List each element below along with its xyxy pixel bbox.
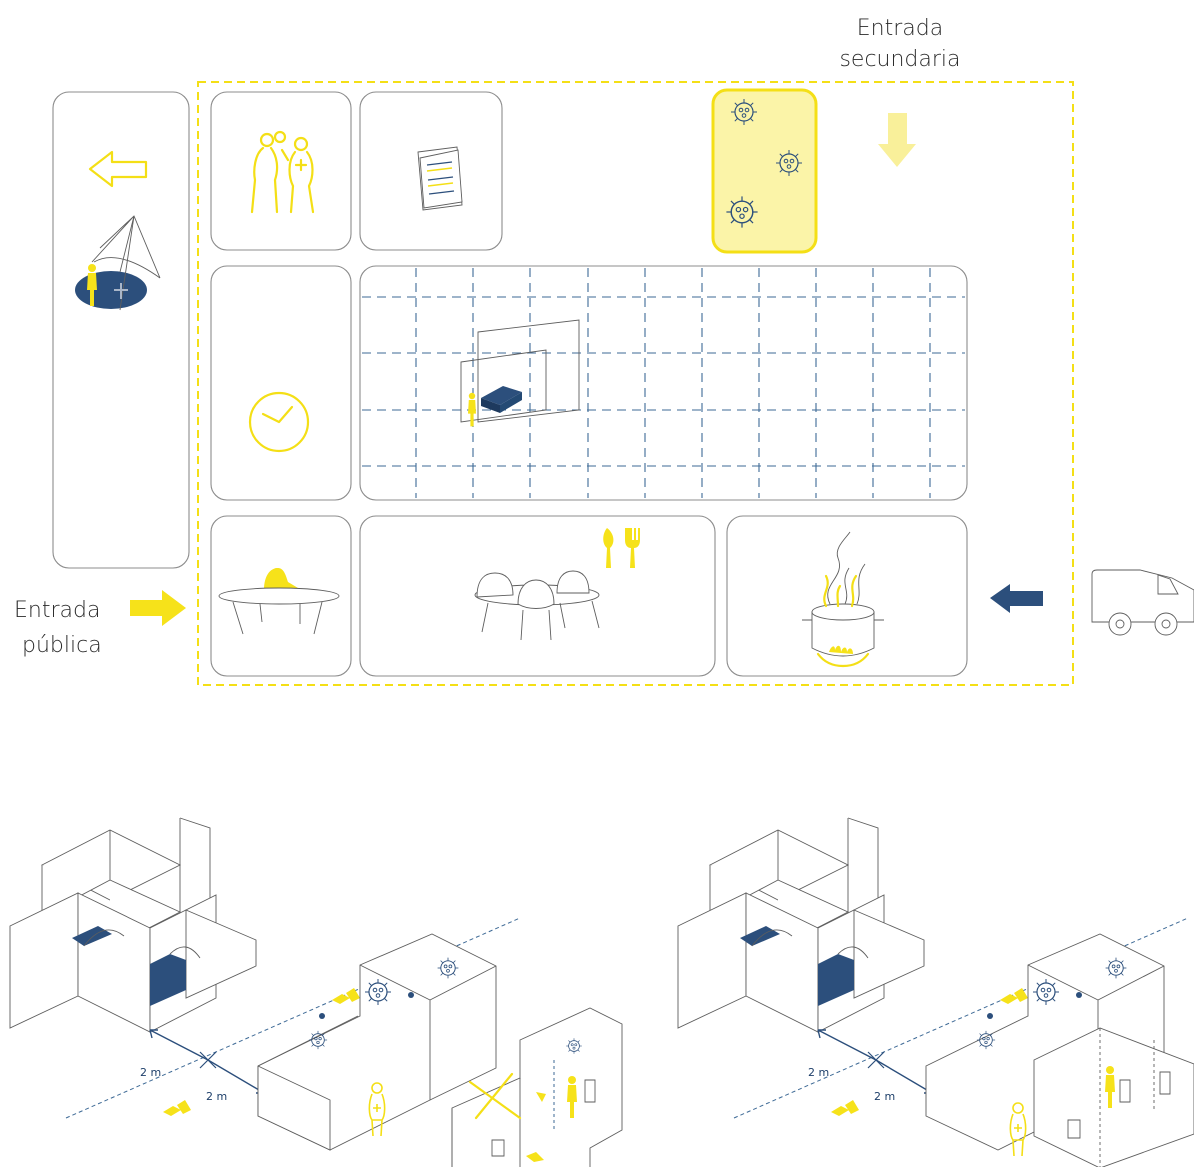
table-icon	[218, 568, 340, 635]
people-icon	[250, 130, 315, 214]
bed-icon	[460, 319, 580, 427]
secondary-entrance-label-1: Entrada	[857, 16, 943, 41]
chairs-icon	[474, 570, 600, 641]
axonometric-left: 2 m 2 m	[9, 817, 623, 1167]
waiting-room	[210, 265, 352, 501]
axonometric-right: 2 m 2 m	[677, 817, 1194, 1167]
cutlery-icon	[603, 528, 640, 568]
secondary-entrance-label-2: secundaria	[839, 47, 960, 72]
arrow-icon	[990, 584, 1043, 613]
isolation-room	[711, 88, 818, 254]
clock-icon	[248, 391, 310, 453]
exterior-waiting-area	[52, 91, 190, 569]
dimension-2m-d: 2 m	[874, 1090, 895, 1103]
arrow-left-icon	[88, 150, 148, 188]
public-entrance-label-1: Entrada	[14, 598, 100, 623]
document-icon	[417, 146, 463, 211]
cooking-pot-icon	[802, 531, 884, 668]
dimension-2m-c: 2 m	[808, 1066, 829, 1079]
triage-room	[210, 91, 352, 251]
truck-icon	[1091, 569, 1194, 636]
site-boundary	[197, 81, 1074, 686]
arrow-down-icon	[878, 113, 916, 167]
ward-room	[359, 265, 968, 501]
public-entrance-arrow	[130, 590, 186, 626]
dimension-2m-b: 2 m	[206, 1090, 227, 1103]
dimension-2m-a: 2 m	[140, 1066, 161, 1079]
public-entrance-label-2: pública	[22, 633, 102, 658]
umbrella-icon	[75, 215, 161, 311]
ward-grid	[362, 268, 965, 498]
